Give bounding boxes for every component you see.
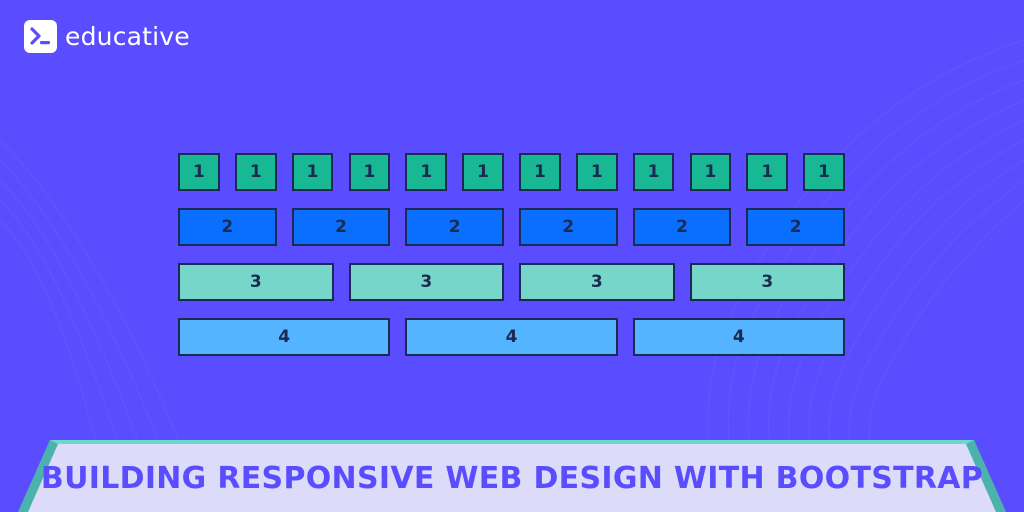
- grid-cell-row1: 1: [462, 153, 504, 191]
- grid-cell-row1: 1: [291, 153, 334, 191]
- grid-cell-row1: 1: [632, 153, 675, 191]
- grid-cell-row4: 4: [632, 318, 845, 356]
- grid-cell-row1: 1: [405, 153, 448, 191]
- grid-cell-row3: 3: [519, 263, 675, 301]
- educative-logo[interactable]: educative: [24, 20, 190, 53]
- grid-cell-row1: 1: [575, 153, 618, 191]
- grid-cell-row2: 2: [291, 208, 391, 246]
- grid-cell-row1: 1: [519, 153, 561, 191]
- grid-cell-row1: 1: [689, 153, 732, 191]
- grid-cell-row4: 4: [178, 318, 391, 356]
- grid-cell-row1: 1: [803, 153, 845, 191]
- grid-cell-row2: 2: [746, 208, 845, 246]
- grid-cell-row3: 3: [348, 263, 504, 301]
- grid-cell-row2: 2: [405, 208, 504, 246]
- grid-cell-row3: 3: [689, 263, 845, 301]
- grid-cell-row1: 1: [348, 153, 391, 191]
- title-banner: BUILDING RESPONSIVE WEB DESIGN WITH BOOT…: [0, 440, 1024, 512]
- grid-cell-row3: 3: [178, 263, 334, 301]
- grid-cell-row2: 2: [178, 208, 277, 246]
- grid-cell-row4: 4: [405, 318, 618, 356]
- grid-cell-row2: 2: [632, 208, 732, 246]
- grid-cell-row1: 1: [234, 153, 277, 191]
- terminal-prompt-icon: [24, 20, 57, 53]
- grid-cell-row1: 1: [746, 153, 789, 191]
- grid-cell-row2: 2: [519, 208, 618, 246]
- banner-title: BUILDING RESPONSIVE WEB DESIGN WITH BOOT…: [40, 460, 984, 496]
- grid-cell-row1: 1: [178, 153, 220, 191]
- brand-name: educative: [65, 22, 190, 51]
